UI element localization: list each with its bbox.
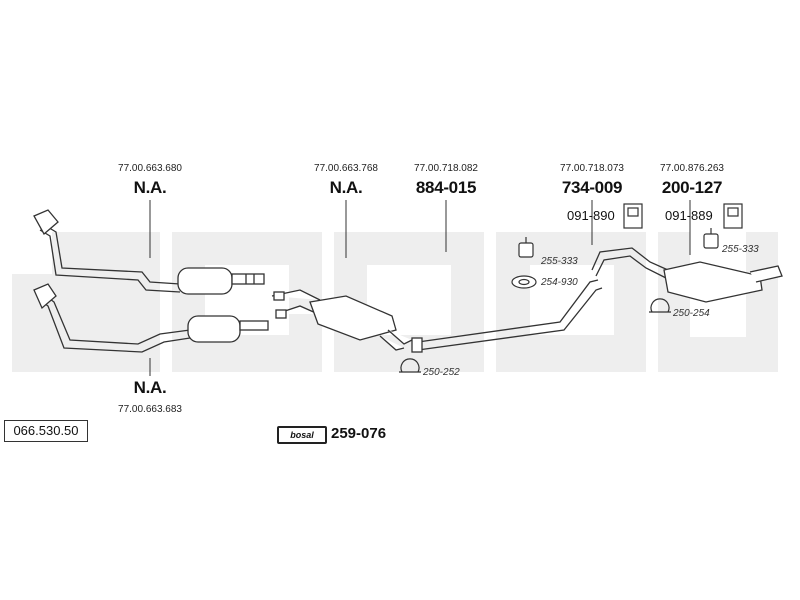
clamp-icon-250-254 — [649, 298, 671, 313]
oe-number: 77.00.876.263 — [660, 163, 724, 174]
part-number: N.A. — [329, 178, 363, 197]
part-number: 734-009 — [561, 178, 623, 197]
accessory-code: 091-889 — [665, 208, 713, 223]
clamp-icon-250-252 — [399, 358, 421, 373]
mounting-kit-part: 259-076 — [331, 425, 387, 442]
front-silencer-upper — [177, 267, 265, 295]
oe-number: 77.00.718.082 — [414, 163, 478, 174]
oe-number: 77.00.663.680 — [118, 163, 182, 174]
front-pipe-lower — [33, 283, 191, 353]
rubber-mount-icon-255-333-left — [518, 237, 534, 258]
accessory-code: 091-890 — [567, 208, 615, 223]
accessory-code: 250-254 — [673, 308, 710, 319]
center-silencer — [271, 289, 413, 351]
accessory-code: 250-252 — [423, 367, 460, 378]
part-number: N.A. — [133, 178, 167, 197]
hanger-icon-091-889 — [723, 203, 743, 229]
intermediate-pipe — [411, 279, 603, 353]
rear-pipe — [591, 247, 669, 279]
rubber-mount-icon-255-333-right — [703, 228, 719, 249]
accessory-code: 254-930 — [541, 277, 578, 288]
front-silencer-lower — [187, 315, 269, 343]
bosal-watermark — [12, 232, 778, 372]
gasket-icon-254-930 — [511, 275, 537, 289]
rear-silencer — [663, 261, 783, 303]
leader-lines — [149, 200, 691, 376]
front-pipe-upper — [33, 209, 181, 293]
hanger-icon-091-890 — [623, 203, 643, 229]
part-number: 200-127 — [661, 178, 723, 197]
accessory-code: 255-333 — [722, 244, 759, 255]
part-number: 884-015 — [415, 178, 477, 197]
accessory-code: 255-333 — [541, 256, 578, 267]
part-number: N.A. — [133, 378, 167, 397]
oe-number: 77.00.718.073 — [560, 163, 624, 174]
catalog-number: 066.530.50 — [4, 420, 88, 442]
oe-number: 77.00.663.768 — [314, 163, 378, 174]
brand-badge: bosal — [277, 426, 327, 444]
oe-number: 77.00.663.683 — [118, 404, 182, 415]
